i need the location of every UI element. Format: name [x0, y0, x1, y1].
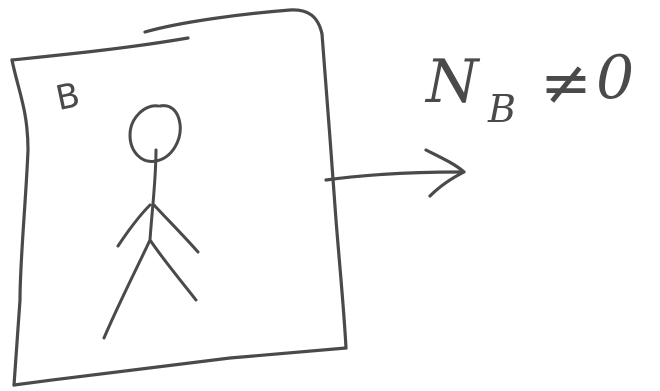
- stick-figure-body: [150, 150, 156, 240]
- stick-figure-left-arm: [118, 205, 150, 246]
- arrow-shaft: [326, 172, 460, 180]
- frame-left-edge: [12, 60, 28, 385]
- frame-label: B: [52, 75, 83, 119]
- frame-top-edge: [12, 38, 188, 60]
- frame-right-edge: [322, 34, 346, 348]
- normal-arrow: [326, 150, 464, 196]
- equation-subscript: B: [487, 87, 516, 131]
- equation-symbol: N: [424, 47, 481, 117]
- equation-relation: ≠: [540, 46, 592, 119]
- stick-figure-right-leg: [150, 240, 196, 300]
- frame-top-curl: [145, 10, 322, 34]
- frame-bottom-edge: [14, 348, 346, 385]
- frame-b: [12, 10, 346, 385]
- stick-figure-left-leg: [104, 240, 150, 338]
- equation: N B ≠ 0: [424, 43, 634, 131]
- equation-value: 0: [596, 43, 634, 113]
- stick-figure-right-arm: [154, 205, 198, 252]
- stick-figure: [104, 106, 198, 338]
